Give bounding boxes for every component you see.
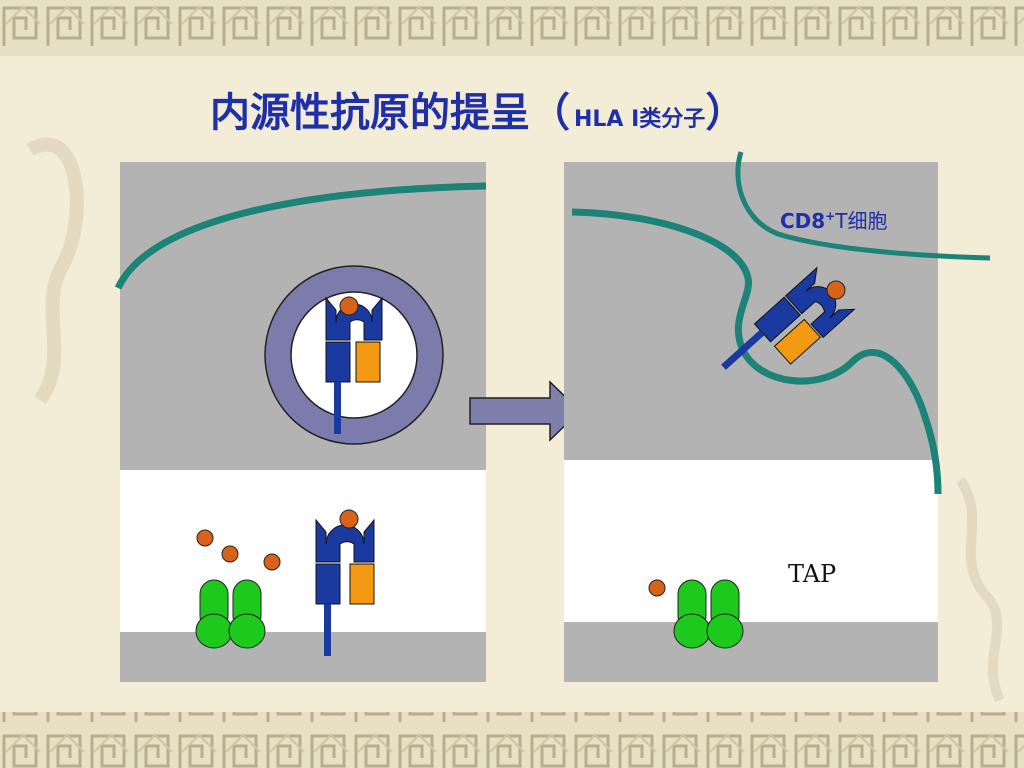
tap-transporter-left — [195, 579, 266, 649]
peptide — [339, 296, 359, 316]
er-beta2m — [349, 563, 375, 605]
mhc-molecule-in-vesicle — [325, 296, 383, 434]
free-peptide — [221, 545, 239, 563]
right-panel: CD8+T细胞 TAP — [564, 151, 991, 682]
t-cell-label: CD8+T细胞 — [780, 209, 887, 233]
mhc-alpha-groove — [325, 296, 383, 341]
tap-transporter-right — [673, 579, 744, 649]
er-mhc-tail — [324, 604, 331, 656]
tap1-base — [673, 613, 711, 649]
vesicle-lumen — [290, 291, 418, 419]
t-cell-label-sup: + — [825, 209, 835, 223]
free-peptide — [263, 553, 281, 571]
title-close: ） — [705, 90, 745, 136]
er-mhc-groove — [315, 518, 375, 563]
left-cell-membrane — [114, 182, 487, 290]
title-sub: HLA I类分子 — [574, 107, 705, 132]
right-cytoplasm — [564, 162, 938, 460]
mhc-transmembrane-tail — [334, 382, 341, 434]
presented-mhc-tail — [721, 329, 765, 370]
t-cell-label-suffix: T细胞 — [834, 209, 887, 233]
presented-beta2m — [773, 318, 822, 365]
beta2-microglobulin — [355, 341, 381, 383]
er-mhc-alpha3 — [315, 563, 341, 605]
mhc-alpha3-domain — [325, 341, 351, 383]
left-er-lumen — [120, 470, 486, 632]
process-arrow — [469, 380, 582, 442]
left-er-contents — [195, 509, 375, 656]
background-watermark — [26, 137, 1005, 703]
presented-peptide — [826, 280, 846, 300]
presented-mhc-groove — [784, 266, 856, 339]
tap1-base — [195, 613, 233, 649]
top-border — [0, 0, 1024, 56]
t-cell-label-prefix: CD8 — [780, 209, 825, 233]
title-main: 内源性抗原的提呈（ — [210, 90, 570, 136]
peptide — [339, 509, 359, 529]
right-er-lumen — [564, 460, 938, 622]
page-title: 内源性抗原的提呈（HLA I类分子） — [210, 90, 745, 136]
mhc-molecule-in-er — [315, 509, 375, 656]
mhc-molecule-presented — [721, 266, 856, 370]
left-panel — [114, 162, 487, 682]
bottom-border — [0, 712, 1024, 768]
left-er-bottom — [120, 632, 486, 682]
tap2-base — [706, 613, 744, 649]
free-peptide — [196, 529, 214, 547]
right-cell-membrane — [571, 208, 942, 495]
t-cell-membrane — [735, 151, 991, 261]
right-er-bottom — [564, 622, 938, 682]
free-peptide — [648, 579, 666, 597]
tap-label: TAP — [788, 560, 836, 588]
tap2-base — [228, 613, 266, 649]
